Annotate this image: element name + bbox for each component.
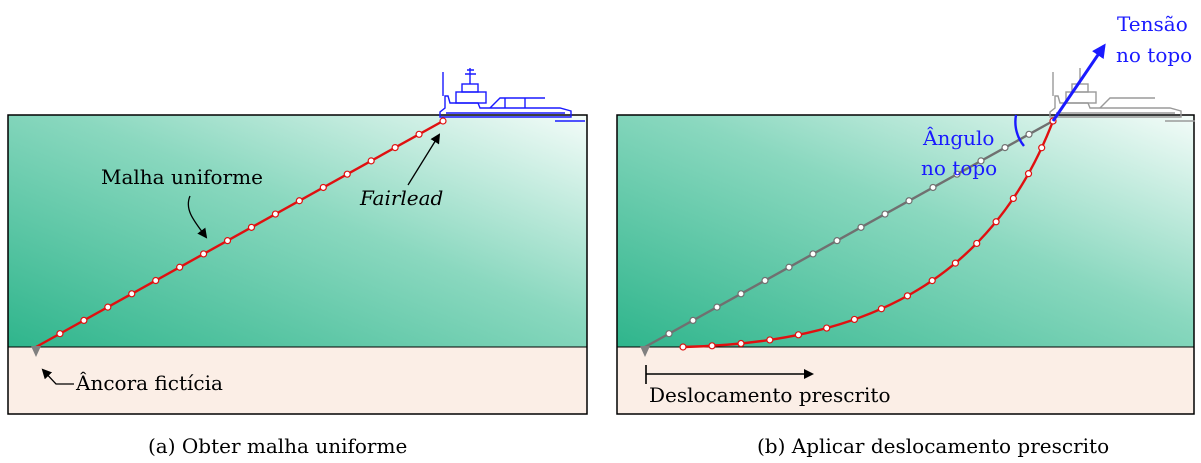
mesh-node xyxy=(295,197,303,205)
anchor-icon xyxy=(31,346,41,357)
mesh-node-initial xyxy=(1025,130,1033,138)
anchor-label: Âncora fictícia xyxy=(75,371,223,395)
mesh-node-initial xyxy=(737,290,745,298)
mesh-node-deformed xyxy=(708,342,716,350)
tension-arrow xyxy=(1051,43,1106,122)
mesh-node-deformed xyxy=(973,239,981,248)
mesh-node-deformed xyxy=(877,305,886,313)
mesh-node-deformed xyxy=(1024,170,1033,178)
mesh-node xyxy=(415,130,423,138)
water-area-a xyxy=(8,115,587,347)
angle-label-line2: no topo xyxy=(921,156,997,180)
mesh-node-initial xyxy=(689,316,697,325)
mesh-node-deformed xyxy=(928,277,936,285)
anchor-icon-b xyxy=(640,346,650,357)
panel-b-border xyxy=(616,114,1195,415)
panel-a-border xyxy=(7,114,588,415)
caption-a: (a) Obter malha uniforme xyxy=(148,434,407,458)
mesh-node-deformed xyxy=(903,292,912,300)
mesh-node xyxy=(343,170,351,178)
vessel-icon xyxy=(439,68,585,122)
panel-a: Malha uniforme Fairlead Âncora fictícia xyxy=(7,68,588,415)
mesh-node-deformed xyxy=(737,339,745,348)
tension-label-line2: no topo xyxy=(1116,43,1192,67)
mesh-node xyxy=(223,237,232,245)
mooring-line-uniform xyxy=(35,117,447,349)
mesh-node-initial xyxy=(713,303,721,311)
mesh-node xyxy=(56,330,64,338)
mesh-node-deformed xyxy=(951,259,959,267)
mesh-node xyxy=(367,157,375,165)
mesh-node-deformed xyxy=(1009,194,1017,203)
seabed-b xyxy=(617,347,1194,414)
mooring-line-deformed xyxy=(679,117,1057,351)
angle-label-line1: Ângulo xyxy=(922,126,994,150)
mesh-node-deformed xyxy=(794,331,803,339)
mesh-node-deformed xyxy=(850,315,859,324)
mesh-node-initial xyxy=(881,210,889,218)
mesh-label-arrow xyxy=(187,195,208,239)
fairlead-arrow xyxy=(407,133,441,186)
vessel-gray-icon xyxy=(1049,68,1195,122)
mesh-node-initial xyxy=(857,223,865,231)
water-area-b xyxy=(617,115,1194,347)
mesh-node xyxy=(247,223,256,231)
caption-b: (b) Aplicar deslocamento prescrito xyxy=(757,434,1109,458)
mesh-node xyxy=(80,316,88,325)
mesh-label: Malha uniforme xyxy=(101,165,263,189)
mooring-line-initial xyxy=(644,117,1057,349)
mesh-node xyxy=(271,210,280,218)
mesh-node-initial xyxy=(953,170,961,178)
mesh-node-deformed xyxy=(1038,144,1046,152)
mesh-node xyxy=(104,303,112,311)
seabed-a xyxy=(8,347,587,414)
panel-b: Tensão no topo Ângulo no topo Deslocamen… xyxy=(616,12,1195,415)
mesh-node-initial xyxy=(785,263,793,271)
mesh-node-initial xyxy=(833,237,841,245)
mesh-node-initial xyxy=(929,183,937,192)
mesh-node-deformed xyxy=(679,343,687,351)
mesh-node-initial xyxy=(905,197,913,205)
mesh-node-initial xyxy=(665,330,673,338)
mesh-node-deformed xyxy=(992,218,1000,226)
anchor-label-arrow xyxy=(41,368,74,385)
mesh-node xyxy=(176,263,184,271)
mesh-node xyxy=(391,143,399,152)
mesh-node-initial xyxy=(977,157,985,165)
mesh-node-deformed xyxy=(766,336,774,344)
mesh-node xyxy=(439,117,447,125)
mesh-node-initial xyxy=(809,250,817,258)
mesh-node-initial xyxy=(761,276,769,285)
tension-label-line1: Tensão xyxy=(1117,12,1188,36)
angle-arc xyxy=(1014,114,1025,147)
mesh-node xyxy=(128,290,136,298)
mesh-node xyxy=(319,183,327,192)
mesh-node xyxy=(152,276,160,285)
mesh-node-initial xyxy=(1001,143,1009,152)
mesh-node xyxy=(199,250,208,258)
fairlead-label: Fairlead xyxy=(359,186,443,210)
mesh-node-deformed xyxy=(823,324,831,332)
displacement-label: Deslocamento prescrito xyxy=(649,383,891,407)
